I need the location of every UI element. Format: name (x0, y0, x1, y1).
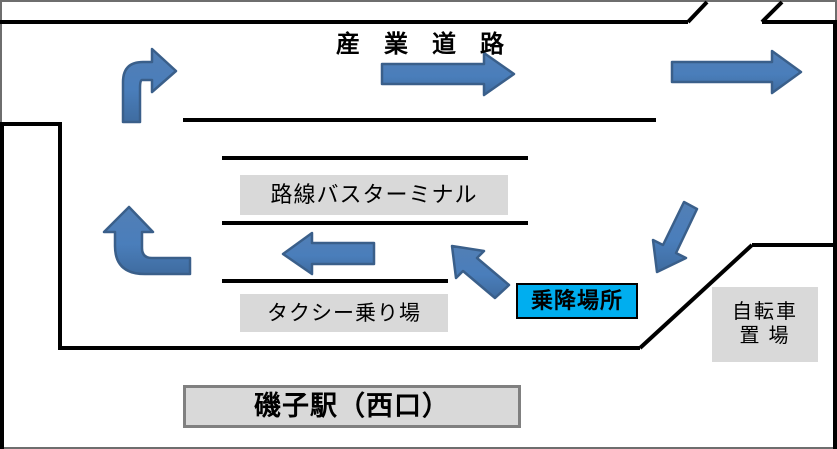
taxi-stand-label: タクシー乗り場 (240, 294, 448, 332)
bicycle-parking-line1: 自転車 (732, 300, 798, 323)
station-label: 磯子駅（西口） (183, 385, 521, 428)
arrow-diagonal-down-left (651, 200, 699, 274)
bicycle-parking-line2: 置 場 (739, 324, 791, 347)
bus-terminal-label: 路線バスターミナル (240, 175, 508, 215)
road-arrow-right-center (380, 51, 516, 97)
road-title: 産 業 道 路 (336, 32, 513, 58)
arrow-left-terminal (281, 231, 376, 276)
curved-arrow-left-up (102, 205, 192, 276)
bicycle-parking-label: 自転車 置 場 (712, 287, 818, 362)
plaza-diagonal-edge (638, 243, 754, 350)
top-band-diagonal-right (760, 0, 784, 24)
boarding-area-label: 乗降場所 (516, 283, 638, 319)
top-band-diagonal-left (686, 0, 709, 24)
road-arrow-right-far (670, 49, 803, 95)
arrow-diagonal-up-left (450, 244, 511, 300)
curved-arrow-up-right (121, 47, 178, 124)
